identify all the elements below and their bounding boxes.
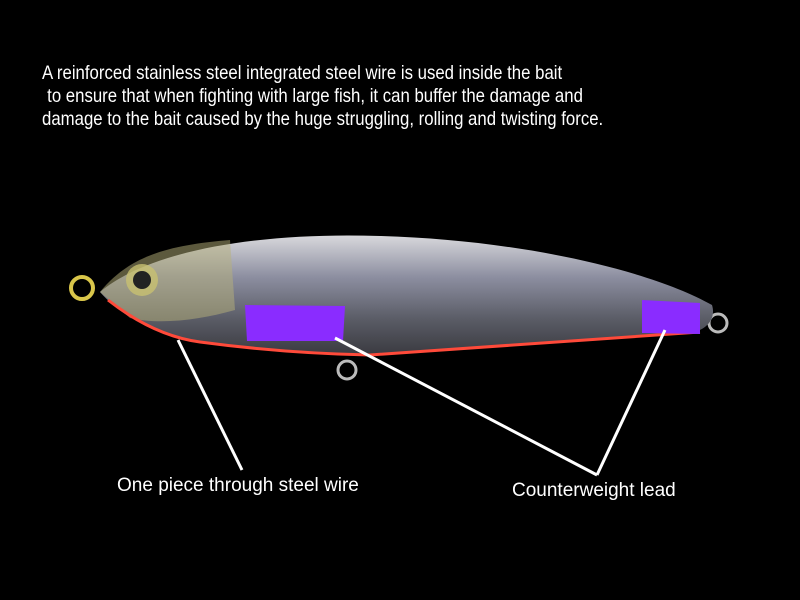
lead-pointer-line-1 [334,336,598,477]
line-tie-ring [69,275,95,301]
wire-label: One piece through steel wire [117,475,359,496]
lead-pointer-line-2 [595,329,667,476]
lead-label: Counterweight lead [512,480,676,501]
counterweight-lead-rear [642,300,700,334]
belly-ring [336,359,358,381]
description-line-3: damage to the bait caused by the huge st… [42,108,604,130]
description-line-1: A reinforced stainless steel integrated … [42,62,563,84]
lure-head [100,240,235,322]
wire-pointer-line [176,339,244,471]
description-text: A reinforced stainless steel integrated … [42,62,603,131]
description-line-2: to ensure that when fighting with large … [47,85,583,107]
counterweight-lead-front [245,305,345,341]
steel-wire [107,298,701,357]
eye-pupil [133,271,151,289]
